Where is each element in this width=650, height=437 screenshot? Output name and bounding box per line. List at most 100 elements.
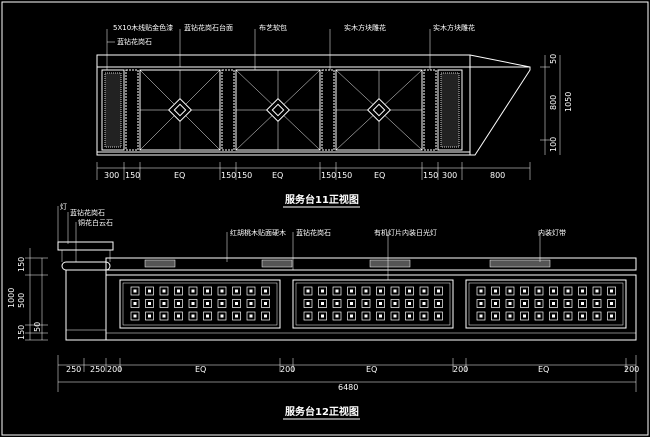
panel-square bbox=[419, 311, 429, 321]
panel-square-dot bbox=[379, 314, 382, 318]
panel-square bbox=[491, 286, 500, 296]
panel-square-dot bbox=[306, 289, 310, 293]
panel-square bbox=[520, 311, 529, 321]
panel-square-dot bbox=[566, 289, 570, 293]
panel-square-dot bbox=[595, 302, 599, 305]
panel-square bbox=[505, 286, 515, 296]
label-wood-carving-1: 实木方块雕花 bbox=[344, 23, 386, 32]
panel-square-dot bbox=[523, 314, 526, 318]
panel-square bbox=[361, 311, 371, 321]
panel-square-dot bbox=[162, 302, 166, 305]
dim12-left-50: 50 bbox=[33, 322, 42, 332]
panel-square bbox=[607, 299, 616, 308]
panel-square bbox=[174, 286, 183, 296]
dim12-left-150-top: 150 bbox=[17, 257, 26, 272]
panel-square-dot bbox=[191, 314, 195, 318]
panel-square bbox=[376, 299, 385, 308]
panel-square-dot bbox=[422, 314, 426, 318]
label-stone-1: 蓝钻花岗石 bbox=[70, 208, 105, 217]
dim12-left-500: 500 bbox=[17, 293, 26, 308]
panel-square bbox=[476, 299, 486, 308]
panel-square bbox=[578, 299, 587, 308]
label-fabric: 布艺软包 bbox=[259, 23, 287, 32]
panel-square-dot bbox=[393, 314, 397, 318]
panel-square bbox=[145, 299, 154, 308]
panel-square-dot bbox=[177, 314, 180, 318]
panel-square-dot bbox=[537, 289, 541, 293]
veneer-panel-2 bbox=[292, 279, 454, 329]
panel-square-dot bbox=[148, 289, 151, 293]
panel-square-dot bbox=[206, 289, 209, 293]
elevation-12 bbox=[57, 241, 637, 341]
carved-column-3 bbox=[321, 69, 335, 151]
elevation-11 bbox=[96, 29, 561, 180]
panel-square bbox=[130, 299, 140, 308]
panel-square-dot bbox=[133, 289, 137, 293]
panel-square-dot bbox=[162, 289, 166, 293]
panel-square bbox=[347, 299, 356, 308]
panel-square-dot bbox=[264, 289, 267, 293]
panel-square-dot bbox=[350, 289, 353, 293]
panel-square bbox=[203, 299, 212, 308]
panel-square-dot bbox=[537, 302, 541, 305]
panel-square bbox=[376, 311, 385, 321]
label-strip: 内装灯带 bbox=[538, 228, 566, 237]
left-pedestal bbox=[65, 269, 107, 341]
panel-square bbox=[159, 311, 169, 321]
panel-square-dot bbox=[595, 289, 599, 293]
dim-right-100: 100 bbox=[549, 137, 558, 152]
dim12-8: EQ bbox=[538, 365, 549, 374]
panel-square bbox=[303, 299, 313, 308]
panel-square bbox=[390, 299, 400, 308]
panel-square bbox=[592, 311, 602, 321]
stone-pilaster-left bbox=[101, 69, 125, 151]
panel-square bbox=[318, 311, 327, 321]
panel-square-dot bbox=[191, 289, 195, 293]
panel-square-dot bbox=[220, 289, 224, 293]
top-stone-band bbox=[105, 257, 637, 271]
panel-square-dot bbox=[552, 289, 555, 293]
label-wood-carving-2: 实木方块雕花 bbox=[433, 23, 475, 32]
panel-square-dot bbox=[610, 302, 613, 305]
dim11-6: EQ bbox=[272, 171, 283, 180]
panel-square-dot bbox=[191, 302, 195, 305]
panel-square-dot bbox=[206, 302, 209, 305]
panel-square bbox=[534, 311, 544, 321]
counter-12-body bbox=[105, 274, 637, 341]
dim-right-1050: 1050 bbox=[564, 92, 573, 112]
panel-square bbox=[505, 311, 515, 321]
panel-square bbox=[246, 299, 256, 308]
panel-square-dot bbox=[249, 289, 253, 293]
panel-square-dot bbox=[552, 302, 555, 305]
panel-square-dot bbox=[321, 302, 324, 305]
panel-square-dot bbox=[408, 302, 411, 305]
stone-pilaster-right bbox=[437, 69, 463, 151]
panel-square-dot bbox=[235, 289, 238, 293]
panel-square bbox=[563, 299, 573, 308]
panel-square bbox=[607, 311, 616, 321]
panel-square-dot bbox=[595, 314, 599, 318]
panel-square bbox=[405, 299, 414, 308]
panel-square bbox=[174, 311, 183, 321]
panel-square bbox=[549, 311, 558, 321]
panel-square-dot bbox=[364, 302, 368, 305]
panel-square bbox=[203, 286, 212, 296]
panel-square-dot bbox=[610, 289, 613, 293]
panel-square-dot bbox=[364, 289, 368, 293]
veneer-panel-1 bbox=[119, 279, 281, 329]
panel-square-dot bbox=[379, 302, 382, 305]
panel-square-dot bbox=[379, 289, 382, 293]
dim11-11: 300 bbox=[442, 171, 457, 180]
panel-square-dot bbox=[422, 302, 426, 305]
panel-square-dot bbox=[220, 314, 224, 318]
panel-square-dot bbox=[408, 289, 411, 293]
lamp-base bbox=[61, 261, 111, 271]
dim11-3: EQ bbox=[174, 171, 185, 180]
dim12-3: 200 bbox=[107, 365, 122, 374]
panel-square bbox=[361, 299, 371, 308]
panel-square bbox=[188, 286, 198, 296]
panel-square-dot bbox=[479, 314, 483, 318]
label-lamp: 灯 bbox=[60, 202, 67, 211]
panel-square-dot bbox=[335, 289, 339, 293]
panel-square-dot bbox=[494, 314, 497, 318]
